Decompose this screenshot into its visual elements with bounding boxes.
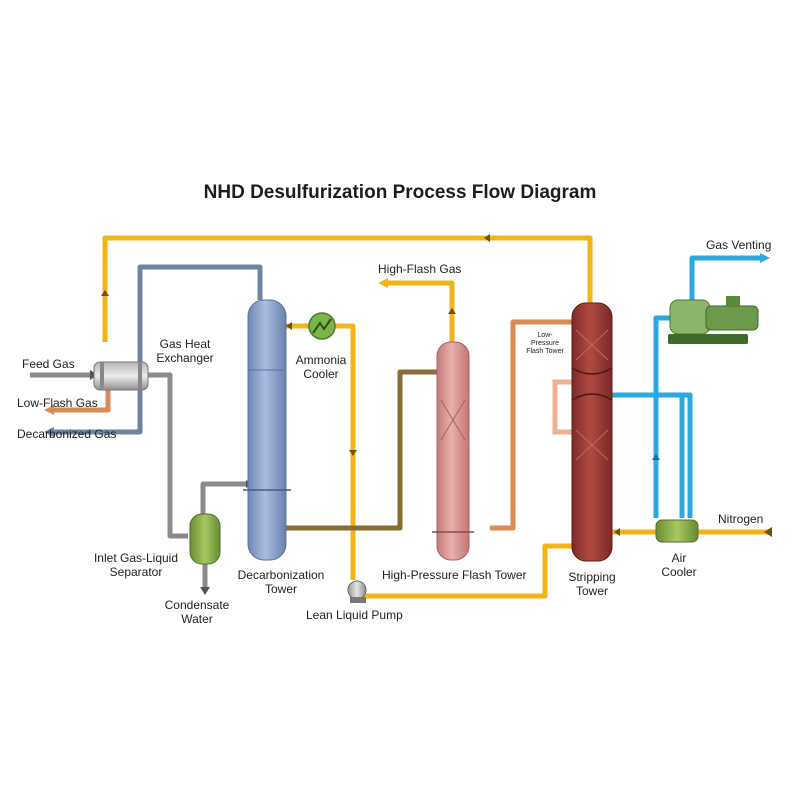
low-flash-gas-label: Low-Flash Gas: [17, 396, 98, 410]
vent-blower: [668, 296, 759, 344]
inlet-separator: [189, 513, 221, 565]
low-pressure-flash-tower-label: Low- Pressure Flash Tower: [526, 332, 564, 355]
reboiler-loop-pipe: [552, 379, 575, 435]
decarbonization-tower: [243, 299, 291, 561]
gas-heat-exchanger-label: Gas Heat Exchanger: [156, 337, 214, 365]
lean-liquid-pump: [347, 580, 367, 603]
stripping-tower: [571, 302, 613, 562]
decarbonized-gas-label: Decarbonized Gas: [17, 427, 117, 441]
lean-liquid-pump-label: Lean Liquid Pump: [306, 608, 403, 622]
nitrogen-label: Nitrogen: [718, 512, 764, 526]
stripping-tower-label: Stripping Tower: [568, 570, 616, 598]
feed-gas-pipe: [30, 372, 248, 590]
condensate-water-label: Condensate Water: [164, 598, 230, 626]
air-cooler: [655, 519, 699, 543]
low-flash-gas-pipe: [52, 319, 572, 531]
feed-gas-label: Feed Gas: [22, 357, 75, 371]
vent-gas-pipe: [610, 255, 762, 518]
high-pressure-flash-tower: [432, 341, 474, 561]
gas-heat-exchanger: [93, 361, 149, 391]
high-flash-gas-label: High-Flash Gas: [378, 262, 462, 276]
diagram-title: NHD Desulfurization Process Flow Diagram: [203, 182, 597, 203]
air-cooler-label: Air Cooler: [661, 551, 697, 579]
decarbonized-gas-pipe: [52, 264, 263, 435]
decarbonization-tower-label: Decarbonization Tower: [237, 568, 325, 596]
rich-solution-pipe: [285, 369, 437, 531]
hp-flash-tower-label: High-Pressure Flash Tower: [382, 568, 527, 582]
inlet-separator-label: Inlet Gas-Liquid Separator: [93, 551, 179, 579]
ammonia-cooler-label: Ammonia Cooler: [295, 353, 347, 381]
gas-venting-label: Gas Venting: [706, 238, 772, 252]
high-flash-gas-arrow: [378, 278, 388, 288]
ammonia-cooler: [308, 312, 336, 340]
